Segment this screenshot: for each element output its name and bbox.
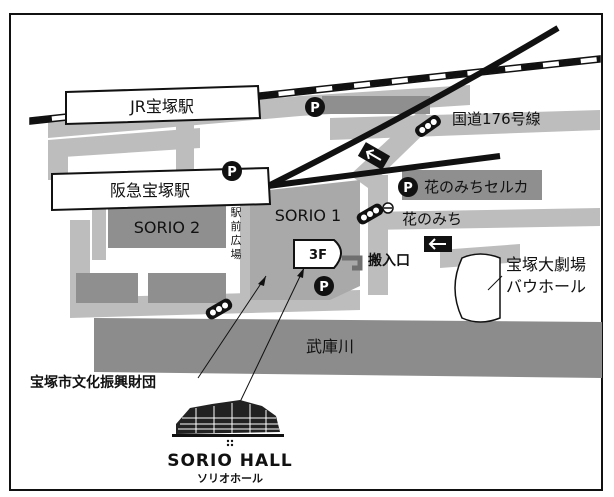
theater-leader-line <box>487 275 503 291</box>
ekimae-char-2: 前 <box>231 219 242 233</box>
ekimae-hiroba-label: 駅 前 広 場 <box>231 206 242 261</box>
parking-icon: P <box>314 276 334 296</box>
sorio1-label: SORIO 1 <box>275 206 341 225</box>
loading-entrance-label: 搬入口 <box>368 252 410 269</box>
car-icon <box>205 298 233 320</box>
block-southwest-2 <box>148 273 226 303</box>
takarazuka-theater-label-2: バウホール <box>506 277 586 296</box>
svg-text:P: P <box>227 165 237 180</box>
mukogawa-river <box>94 318 602 378</box>
road-diagonal-east <box>350 110 436 188</box>
rail-hankyu <box>267 153 501 189</box>
block-serca <box>402 170 542 200</box>
sorio-hall-logo: SORIO HALL <box>167 451 293 471</box>
parking-icon: P <box>398 177 418 197</box>
building-blocks <box>76 96 542 303</box>
floor-3f-marker <box>293 239 342 269</box>
jr-station-building <box>65 84 262 126</box>
hankyu-station-building <box>51 166 272 212</box>
road-east-vertical <box>368 175 388 295</box>
sorio-hall-logo-kana: ソリオホール <box>197 472 263 485</box>
parking-icon: P <box>305 97 325 117</box>
hall-leader-line <box>239 267 305 403</box>
block-jr-east <box>322 96 430 114</box>
block-southwest-1 <box>76 273 138 303</box>
foundation-label: 宝塚市文化振興財団 <box>30 374 156 391</box>
road-connector <box>176 112 194 174</box>
hanano-michi-label: 花のみち <box>402 210 462 228</box>
jr-station-label: JR宝塚駅 <box>129 97 194 116</box>
arrow-left-icon <box>424 236 452 252</box>
svg-text:P: P <box>403 181 413 196</box>
rail-curve <box>266 25 560 189</box>
route176-label: 国道176号線 <box>452 110 541 128</box>
arrow-left-icon <box>357 142 391 170</box>
ekimae-char-3: 広 <box>231 234 242 247</box>
hanano-michi-serca-label: 花のみちセルカ <box>424 178 529 196</box>
floor-3f-label: 3F <box>309 248 327 263</box>
foundation-leader-line <box>197 275 267 379</box>
road-west-upper <box>48 128 200 158</box>
ekimae-char-1: 駅 <box>231 206 242 219</box>
car-icon <box>415 115 441 137</box>
loading-pointer <box>342 255 363 271</box>
car-icon <box>356 203 384 225</box>
sorio2-label: SORIO 2 <box>134 218 200 237</box>
takarazuka-theater-shape <box>454 253 501 323</box>
takarazuka-theater-label-1: 宝塚大劇場 <box>506 255 586 274</box>
mukogawa-label: 武庫川 <box>306 337 354 356</box>
road-hanano-michi <box>370 208 600 230</box>
sorio2-block <box>108 206 226 248</box>
hankyu-station-label: 阪急宝塚駅 <box>110 181 190 200</box>
sorio-hall-building-icon <box>172 400 284 447</box>
road-west-vertical <box>48 140 68 180</box>
ekimae-char-4: 場 <box>231 248 242 261</box>
road-sorio2-left <box>92 200 106 260</box>
svg-text:P: P <box>319 280 329 295</box>
svg-text:P: P <box>310 101 320 116</box>
parking-icon: P <box>222 161 242 181</box>
